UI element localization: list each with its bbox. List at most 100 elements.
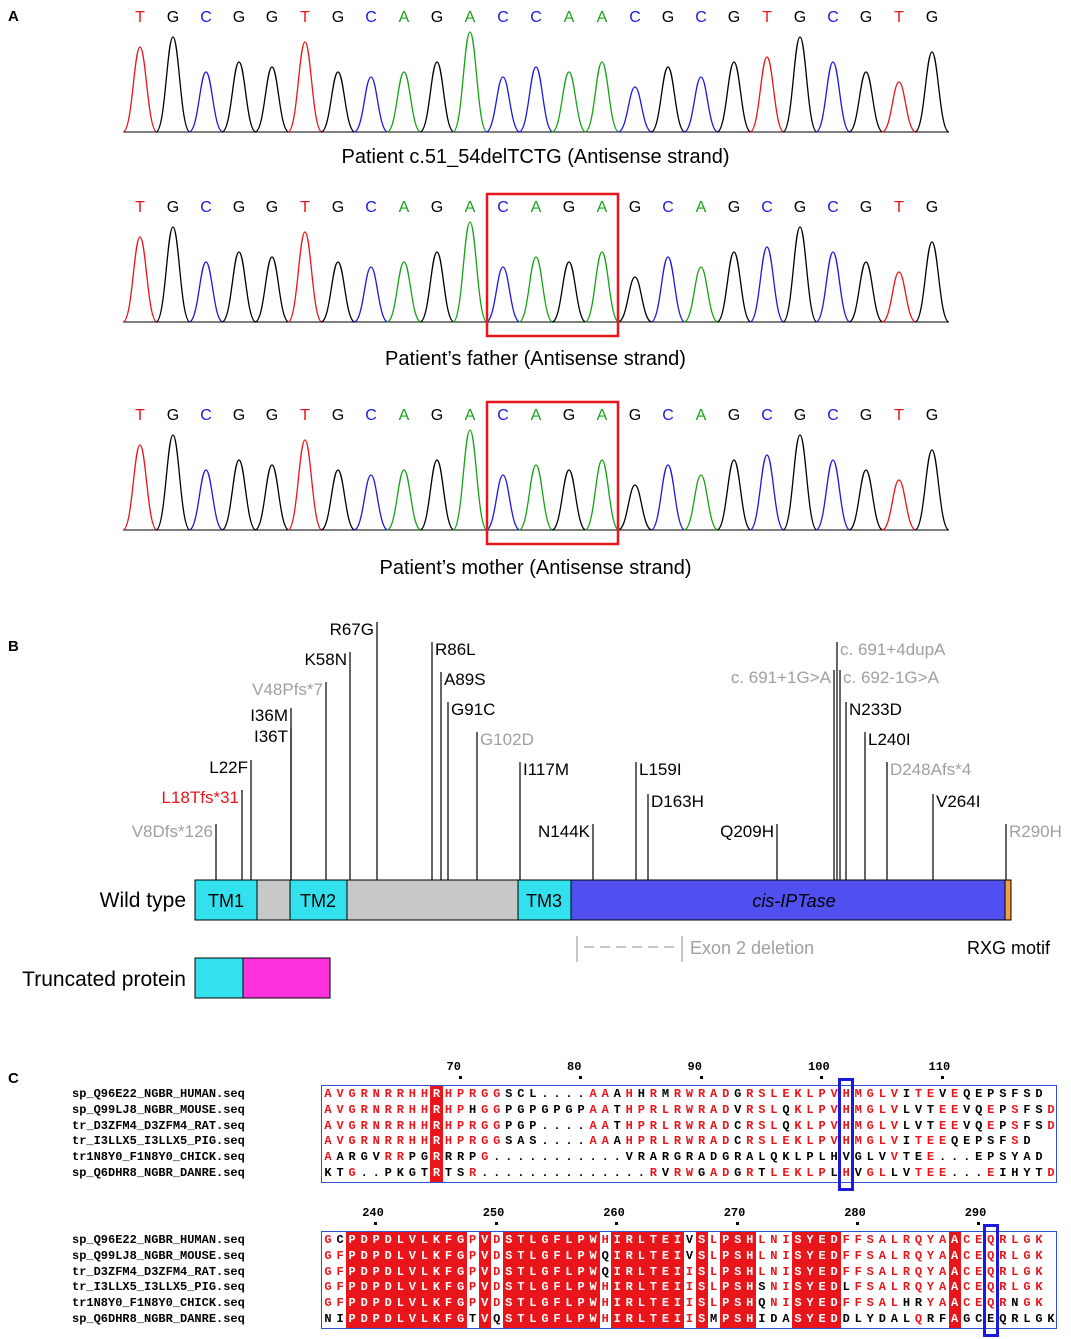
base-call: G [266,9,278,26]
base-call: A [564,9,575,26]
ruler-label: 110 [928,1060,951,1074]
base-call: A [531,407,542,424]
base-call: G [662,9,674,26]
base-call: G [332,199,344,216]
trace-peak [419,459,455,531]
trace-peak [617,484,653,531]
trace-peak [551,469,587,531]
truncated-frameshift [242,957,331,999]
tm1-domain [194,879,258,921]
base-call: C [827,407,839,424]
trace-peak [716,61,752,133]
trace-peak [650,464,686,531]
trace-peak [485,266,521,323]
base-call: C [827,199,839,216]
trace-peak [650,256,686,323]
trace-peak [188,71,224,133]
base-call: C [200,9,212,26]
trace-peak [254,464,290,531]
trace-peak [650,66,686,133]
trace-peak [782,36,818,133]
base-call: G [563,199,575,216]
trace-peak [815,459,851,531]
trace-peak [716,459,752,531]
trace-peak [386,469,422,531]
mutation-label: L18Tfs*31 [162,788,240,807]
ruler-label: 240 [362,1206,384,1220]
mutation-label: V264I [936,792,980,811]
trace-peak [617,86,653,133]
base-call: A [465,407,476,424]
ruler-label: 290 [964,1206,987,1220]
trace-peak [584,251,620,323]
trace-peak [122,46,158,133]
base-call: T [135,9,145,26]
mutation-label: Q209H [720,822,774,841]
panel-label-a: A [8,8,19,25]
trace-peak [188,469,224,531]
trace-peak [551,261,587,323]
deletion-box [485,400,620,546]
base-call: G [233,199,245,216]
cis-iptase-domain [570,879,1006,921]
sequence-name: tr_I3LLX5_I3LLX5_PIG.seq [72,1134,245,1149]
ruler-label: 250 [482,1206,505,1220]
catalytic-label: cis-IPTase [752,891,835,911]
ruler-label: 80 [567,1060,582,1074]
mutation-label: I36T [254,727,288,746]
trace-peak [254,256,290,323]
tm2-label: TM2 [300,891,336,911]
tm3-label: TM3 [526,891,562,911]
mutation-label: N144K [538,822,591,841]
base-call: T [300,407,310,424]
trace-peak [617,276,653,323]
trace-peak [221,459,257,531]
sequence-name: sp_Q96E22_NGBR_HUMAN.seq [72,1087,245,1101]
trace-peak [584,61,620,133]
base-call: T [894,199,904,216]
base-call: T [762,9,772,26]
base-call: A [531,199,542,216]
sequence-name: tr1N8Y0_F1N8Y0_CHICK.seq [72,1150,245,1165]
base-call: G [266,407,278,424]
trace-peak [518,256,554,323]
base-call: G [860,407,872,424]
base-call: C [497,407,509,424]
mutation-label: K58N [304,650,347,669]
trace-peak [320,261,356,323]
base-call: C [497,199,509,216]
trace-peak [419,61,455,133]
trace-peak [485,76,521,133]
trace-peak [287,231,323,323]
panel-label-b: B [8,638,19,655]
mutation-label: G102D [480,730,534,749]
ruler-label: 100 [808,1060,830,1074]
sequence-name: tr_D3ZFM4_D3ZFM4_RAT.seq [72,1264,245,1279]
base-call: G [233,9,245,26]
base-call: C [662,407,674,424]
trace-peak [848,71,884,133]
base-call: T [894,407,904,424]
trace-peak [716,251,752,323]
mutation-label: A89S [444,670,486,689]
mutation-label: V8Dfs*126 [132,822,213,841]
trace-peak [848,469,884,531]
base-call: T [135,199,145,216]
trace-peak [518,66,554,133]
base-call: G [233,407,245,424]
base-call: G [860,9,872,26]
highlight-column [838,1078,855,1191]
trace-peak [155,434,191,531]
trace-peak [584,459,620,531]
base-call: C [530,9,542,26]
trace-peak [287,439,323,531]
base-call: A [696,407,707,424]
base-call: G [563,407,575,424]
base-call: T [300,9,310,26]
mutation-label: R86L [435,640,476,659]
base-call: G [728,9,740,26]
trace-peak [848,261,884,323]
trace-peak [353,76,389,133]
